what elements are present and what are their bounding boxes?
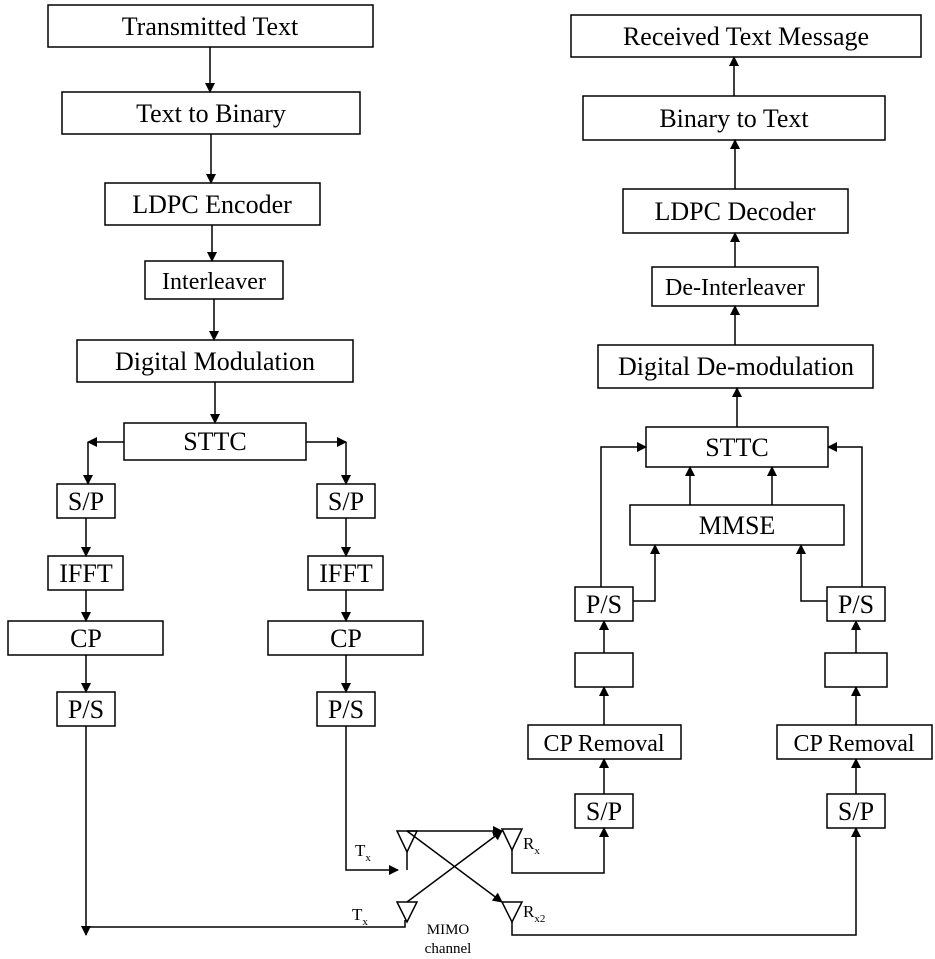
path-right-ps-to-tx1 [345,726,399,875]
receiver-connectors [511,56,863,936]
rx1-label: Rx [523,834,540,857]
transmitter-connectors [81,47,406,936]
rx1-antenna-icon [500,828,524,852]
path-left-ps-to-sttc [600,442,647,587]
path-right-ps-to-sttc [827,442,863,587]
rx-left-ps-block [574,586,634,622]
tx-right-ifft-label: IFFT [319,559,373,588]
sttc-encoder-label: STTC [183,427,247,456]
mimo-label: MIMO [427,922,470,938]
rx-left-cp-removal-block [527,724,682,760]
tx2-antenna-icon [395,901,419,924]
rx-right-ps-block [826,586,886,622]
rx-left-cp-removal-label: CP Removal [543,731,664,757]
rx-left-fft-block [574,652,634,688]
tx-left-ps-label: P/S [68,695,104,724]
tx1-label: Tx [355,841,371,864]
deinterleaver-label: De-Interleaver [665,275,805,301]
tx-left-ifft-block [47,555,124,591]
text-to-binary-block [61,91,361,135]
path-left-ps-to-mmse [633,544,660,602]
tx-right-sp-label: S/P [328,487,364,516]
digital-demodulation-label: Digital De-modulation [618,352,854,381]
tx-left-ifft-label: IFFT [59,559,113,588]
tx-right-sp-block [316,483,376,519]
rx-right-ps-label: P/S [838,590,874,619]
mimo-channel: Tx Tx Rx Rx2 MIMO channel [352,826,545,957]
interleaver-label: Interleaver [162,269,266,295]
rx-right-sp-label: S/P [838,797,874,826]
path-rx2-to-right-sp [511,827,861,936]
transmitted-text-block [47,4,374,48]
rx-left-ps-label: P/S [586,590,622,619]
interleaver-block [144,260,284,300]
path-rx1-to-left-sp [511,827,609,874]
ldpc-decoder-block [622,188,849,234]
tx-left-ps-block [56,691,116,727]
rx-left-sp-label: S/P [586,797,622,826]
rx2-label: Rx2 [523,902,545,925]
receiver-chain: Received Text Message Binary to Text LDP… [527,14,933,829]
channel-label: channel [425,941,472,957]
tx-left-sp-label: S/P [68,487,104,516]
binary-to-text-label: Binary to Text [659,104,809,133]
tx2-label: Tx [352,905,368,928]
ldpc-encoder-label: LDPC Encoder [132,190,292,219]
rx-right-cp-removal-block [776,724,933,760]
text-to-binary-label: Text to Binary [136,99,286,128]
tx1-antenna-icon [395,830,419,854]
mmse-label: MMSE [699,511,776,540]
tx-right-ps-label: P/S [328,695,364,724]
transmitter-chain: Transmitted Text Text to Binary LDPC Enc… [7,4,424,727]
transmitted-text-label: Transmitted Text [122,12,299,41]
received-text-label: Received Text Message [623,22,869,51]
received-text-block [570,14,922,58]
rx2-antenna-icon [500,901,524,924]
rx-right-cp-removal-label: CP Removal [793,731,914,757]
link-tx2-rx1 [406,830,503,903]
sttc-decoder-label: STTC [705,433,769,462]
binary-to-text-block [582,95,886,141]
ldpc-decoder-label: LDPC Decoder [654,197,815,226]
tx-right-cp-label: CP [330,624,362,653]
tx-right-ifft-block [307,555,384,591]
rx-right-fft-block [824,652,888,688]
sttc-decoder-block [645,426,829,468]
path-right-ps-to-mmse [796,544,827,602]
digital-modulation-label: Digital Modulation [115,347,315,376]
deinterleaver-block [651,266,819,307]
digital-demodulation-block [597,344,874,389]
path-bottom-to-tx2 [86,920,406,928]
mmse-block [629,504,845,546]
tx-left-cp-label: CP [70,624,102,653]
